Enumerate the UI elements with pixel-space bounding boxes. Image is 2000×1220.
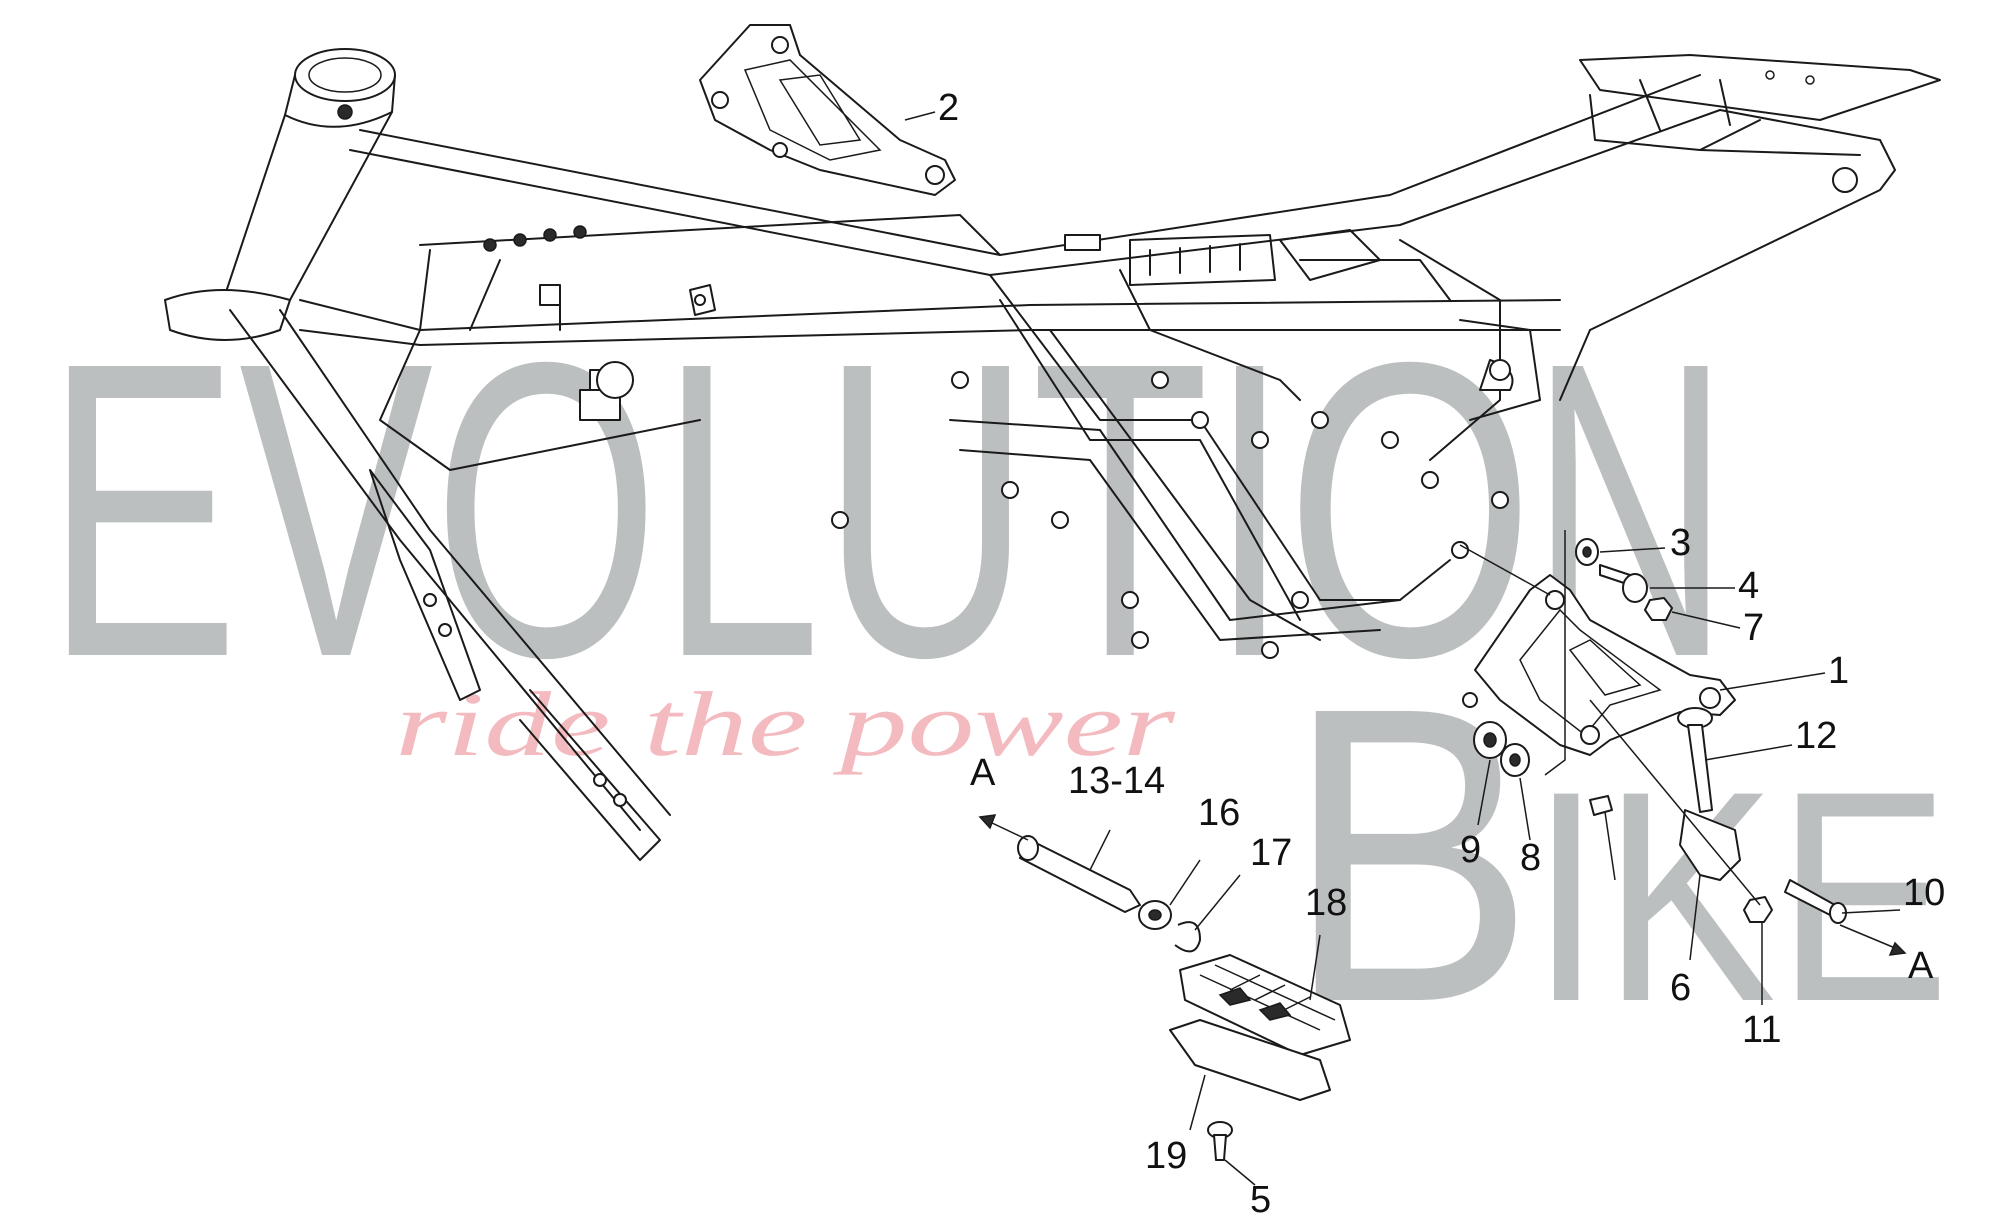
part-7-nut (1644, 597, 1673, 621)
part-12-pin (1677, 707, 1713, 813)
callout-2: 2 (938, 87, 959, 129)
watermark-brand-left: EVOLUTI (45, 276, 1290, 745)
watermark: EVOLUTI O N B IKE ride the power (45, 276, 1950, 1090)
headstock-bottom (164, 289, 291, 341)
section-marker-right: A (1908, 945, 1934, 987)
part-18-plate (1169, 1019, 1331, 1101)
callout-17: 18 (1305, 882, 1347, 924)
leader-lines (904, 111, 1907, 1186)
callout-8: 8 (1520, 837, 1541, 879)
callout-10: 10 (1903, 872, 1945, 914)
hardware (1017, 538, 1847, 1161)
watermark-brand-ike: IKE (1530, 728, 1950, 1064)
callout-16: 17 (1250, 832, 1292, 874)
callout-5: 5 (1250, 1179, 1271, 1220)
callout-3: 3 (1670, 522, 1691, 564)
part-2-bracket (699, 24, 956, 196)
part-16-clip (1174, 921, 1201, 953)
part-17-footpeg-rubber (1179, 954, 1351, 1056)
callout-18: 19 (1145, 1135, 1187, 1177)
frame-mounting-tabs (423, 225, 1514, 807)
callout-7: 7 (1743, 607, 1764, 649)
callout-13-14: 13-14 (1068, 760, 1165, 802)
part-11-nut (1743, 896, 1773, 923)
watermark-tagline: ride the power (395, 673, 1177, 775)
frame (164, 48, 1941, 861)
callout-1: 1 (1828, 650, 1849, 692)
callout-4: 4 (1738, 565, 1759, 607)
callout-11: 11 (1742, 1009, 1781, 1051)
section-marker-left: A (970, 752, 996, 794)
part-4-bolt (1599, 564, 1648, 603)
part-19-plug (1589, 795, 1613, 816)
headstock-top (294, 48, 396, 102)
callout-9: 9 (1460, 829, 1481, 871)
callout-15: 16 (1198, 792, 1240, 834)
part-13-14-pin (1017, 835, 1141, 913)
callout-6: 6 (1670, 967, 1691, 1009)
callout-labels: 2 3 4 7 1 12 9 8 10 6 11 13-14 16 17 18 … (938, 87, 1945, 1220)
part-1-footpeg-bracket (1474, 574, 1736, 756)
callout-12: 12 (1795, 715, 1837, 757)
part-5-screw (1207, 1121, 1233, 1161)
